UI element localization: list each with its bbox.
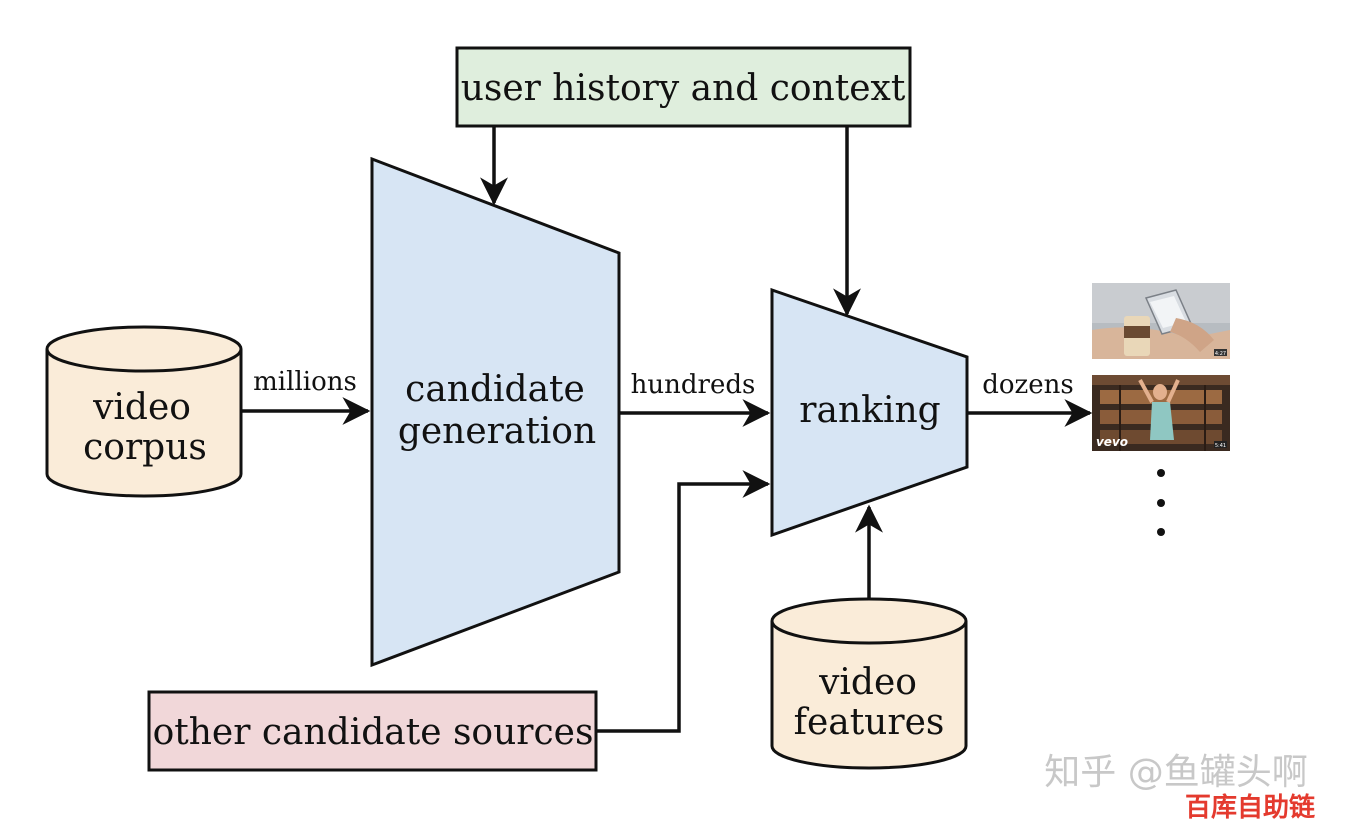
phone-coffee-thumbnail: 4:27 <box>1092 283 1230 359</box>
ranking-label: ranking <box>799 390 940 431</box>
hundreds-label: hundreds <box>631 370 756 400</box>
candidate-generation-node: candidate generation <box>370 156 621 668</box>
video-features-node: video features <box>770 597 968 770</box>
video-corpus-label-line2: corpus <box>83 427 207 468</box>
ranking-node: ranking <box>770 287 969 538</box>
video-features-label-line1: video <box>818 662 917 703</box>
user-history-label: user history and context <box>461 68 906 109</box>
thumbnail-2-duration: 5:41 <box>1215 443 1226 449</box>
other-sources-to-ranking-arrow <box>596 470 771 733</box>
user-history-node: user history and context <box>455 46 912 128</box>
video-features-label-line2: features <box>794 702 945 743</box>
other-sources-label: other candidate sources <box>153 712 594 753</box>
candidate-generation-label-line1: candidate <box>405 369 585 410</box>
other-sources-node: other candidate sources <box>147 690 598 772</box>
video-corpus-node: video corpus <box>45 325 243 498</box>
watermark-line1: 知乎 @鱼罐头啊 <box>1044 752 1307 793</box>
candidate-generation-label-line2: generation <box>398 411 596 452</box>
millions-label: millions <box>253 367 357 397</box>
watermark-line2: 百库自助链 <box>1185 792 1315 823</box>
dozens-label: dozens <box>982 370 1073 400</box>
thumbnail-1-duration: 4:27 <box>1215 351 1226 357</box>
vevo-logo: vevo <box>1096 435 1128 449</box>
vevo-dancer-thumbnail: vevo 5:41 <box>1092 375 1230 451</box>
video-corpus-label-line1: video <box>92 387 191 428</box>
more-results-ellipsis <box>1157 469 1165 536</box>
